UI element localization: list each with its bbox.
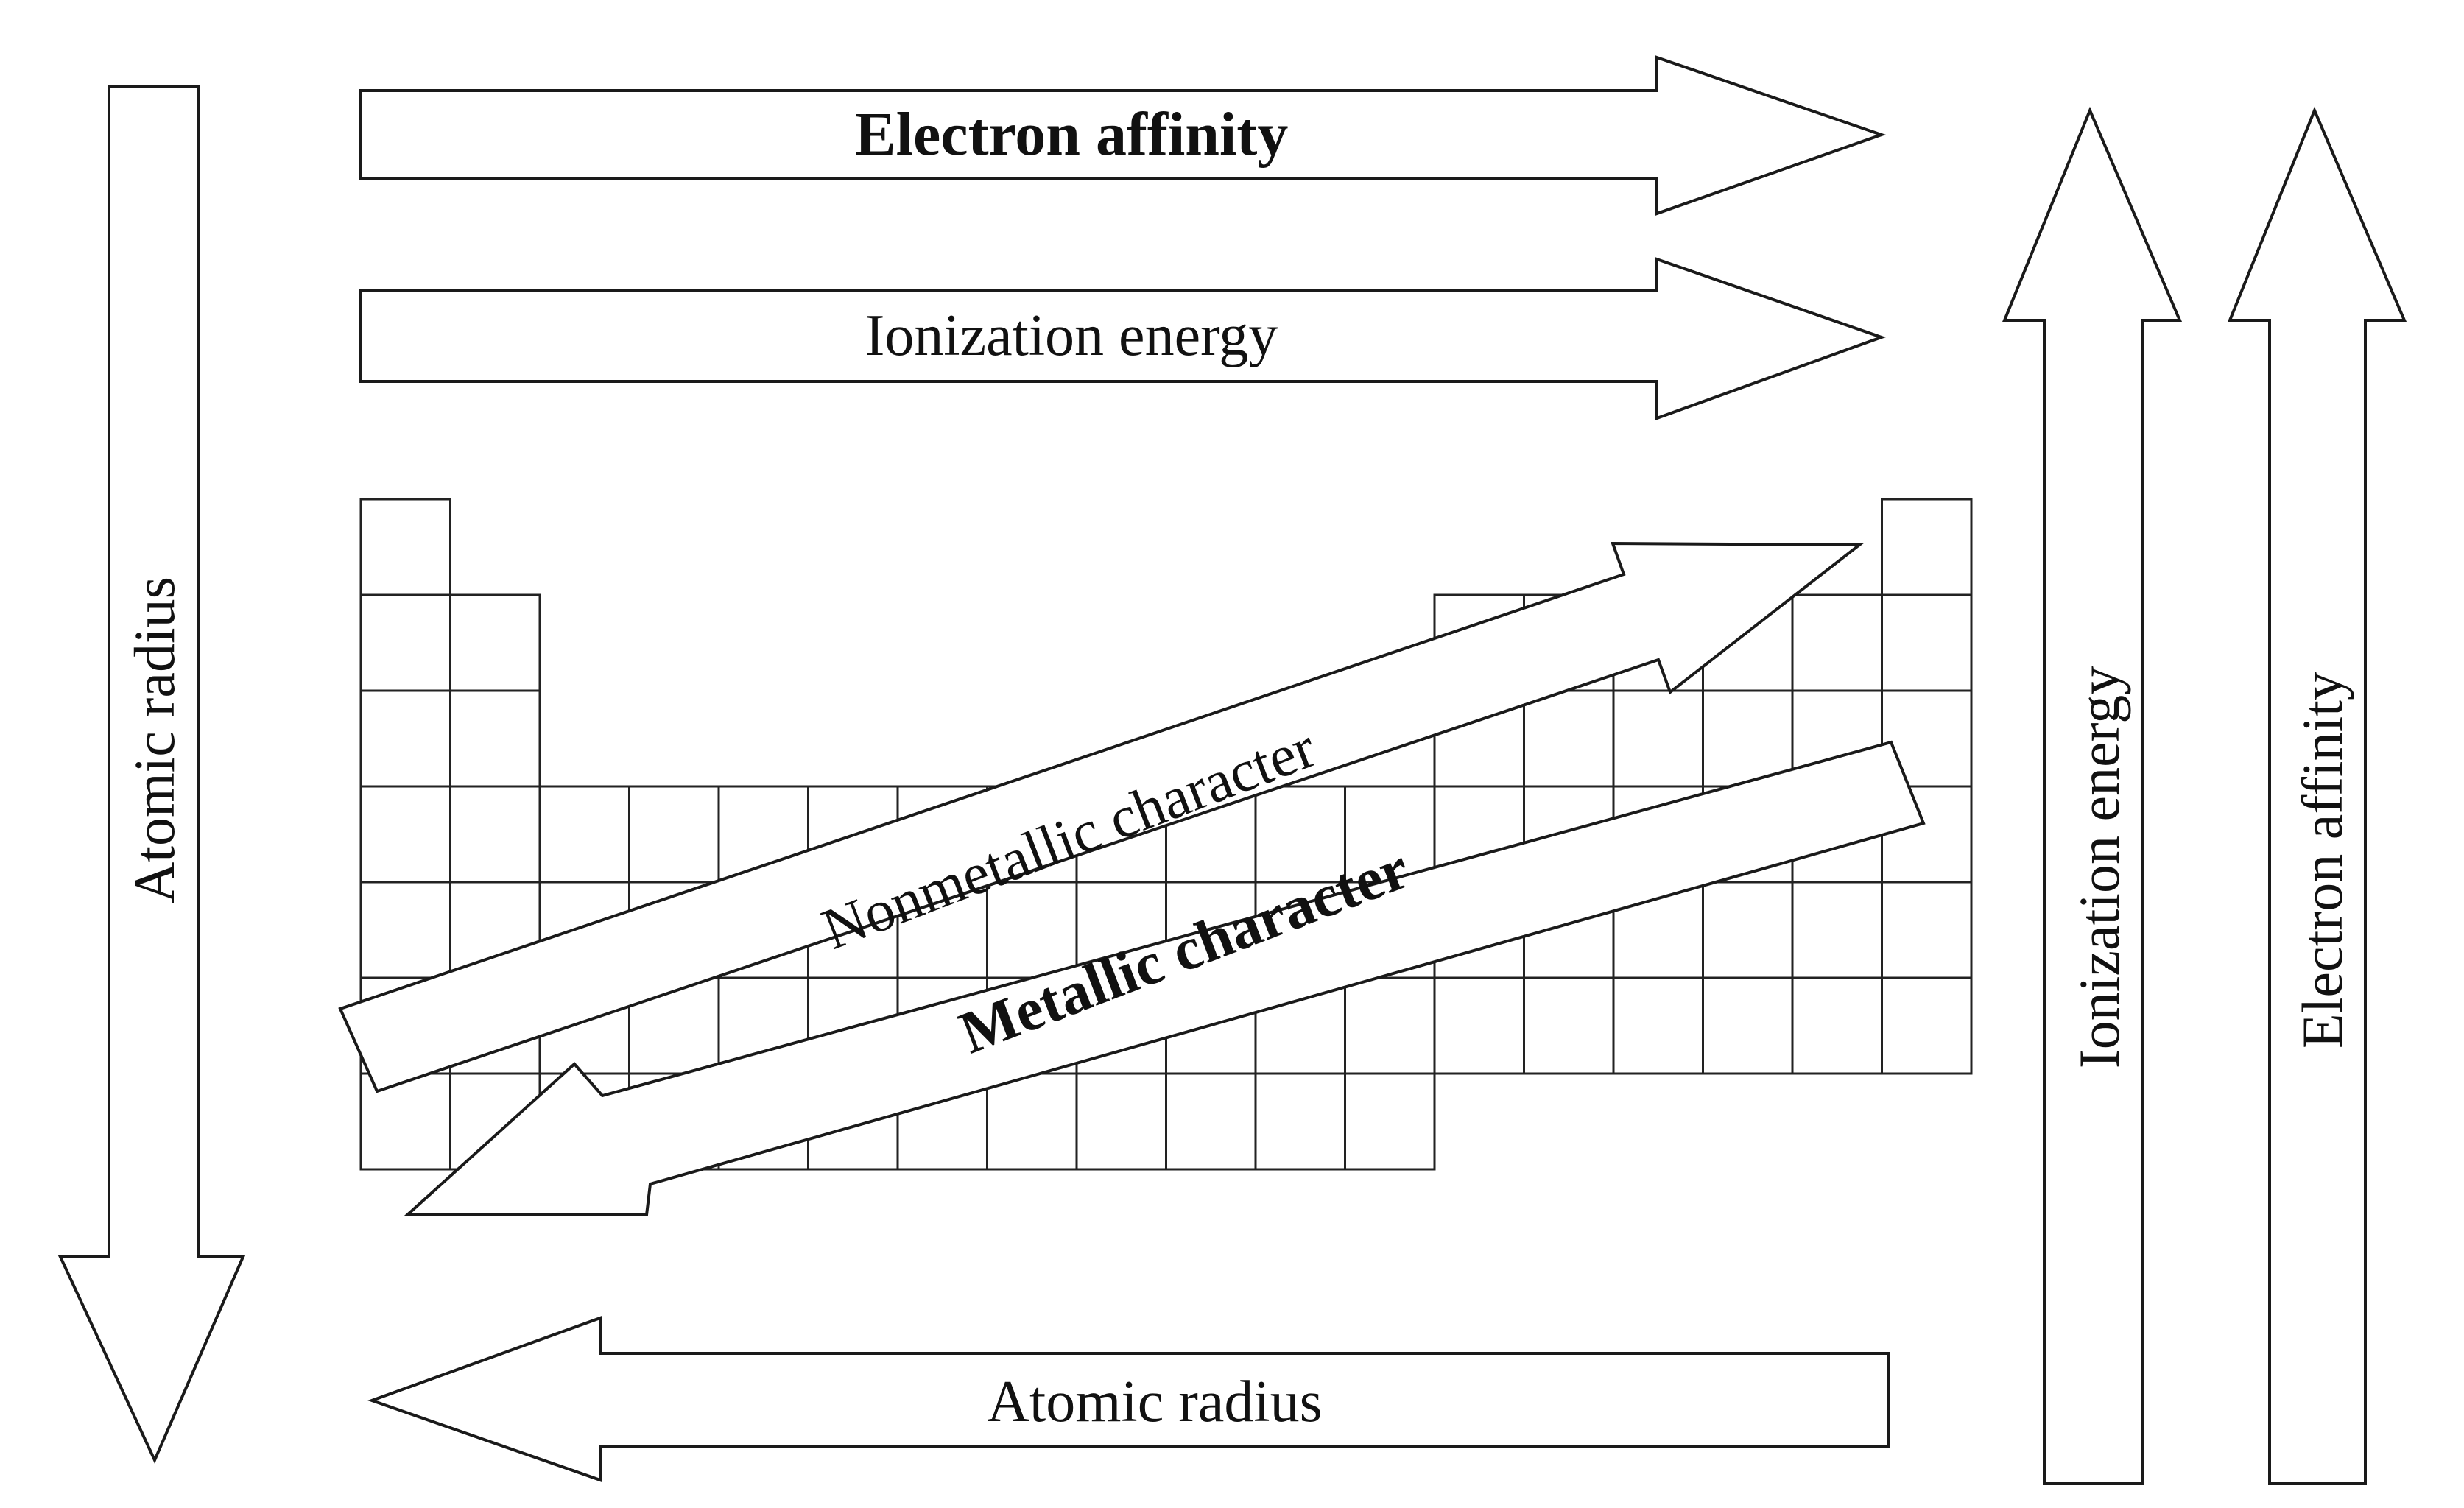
periodic-table-cell: [1344, 1072, 1436, 1171]
periodic-table-cell: [1702, 881, 1794, 979]
ionization-energy-top-label: Ionization energy: [865, 303, 1278, 368]
periodic-table-cell: [986, 1072, 1078, 1171]
ionization-energy-top-arrow: Ionization energy: [359, 257, 1886, 420]
periodic-table-cell: [1344, 976, 1436, 1075]
periodic-table-cell: [1612, 976, 1704, 1075]
periodic-table-cell: [1075, 1072, 1167, 1171]
periodic-table-cell: [449, 593, 541, 692]
periodic-table-cell: [359, 785, 451, 884]
periodic-table-cell: [359, 689, 451, 788]
atomic-radius-left-arrow: Atomic radius: [57, 85, 246, 1464]
electron-affinity-right-label: Electron affinity: [2290, 672, 2354, 1049]
periodic-table-cell: [359, 593, 451, 692]
atomic-radius-bottom-label: Atomic radius: [987, 1370, 1322, 1434]
periodic-table-cell: [1791, 976, 1883, 1075]
periodic-table-cell: [1702, 976, 1794, 1075]
electron-affinity-top-arrow: Electron affinity: [359, 55, 1887, 216]
periodic-table-cell: [449, 785, 541, 884]
periodic-table-cell: [1881, 498, 1973, 596]
periodic-table-cell: [359, 498, 451, 596]
atomic-radius-left-label: Atomic radius: [122, 577, 186, 903]
periodic-table-cell: [1791, 593, 1883, 692]
periodic-table-cell: [1791, 881, 1883, 979]
periodic-table-cell: [1165, 1072, 1257, 1171]
periodic-table-cell: [359, 881, 451, 979]
periodic-table-cell: [538, 785, 630, 884]
electron-affinity-right-arrow: Electron affinity: [2228, 106, 2407, 1485]
periodic-table-cell: [1881, 881, 1973, 979]
ionization-energy-right-arrow: Ionization energy: [2002, 106, 2183, 1485]
periodic-table-cell: [1612, 689, 1704, 788]
periodic-table-cell: [1254, 1072, 1346, 1171]
periodic-table-cell: [1881, 593, 1973, 692]
periodic-table-cell: [449, 689, 541, 788]
periodic-table-cell: [1523, 689, 1615, 788]
periodic-table-cell: [1881, 976, 1973, 1075]
periodic-table-cell: [628, 785, 720, 884]
atomic-radius-bottom-arrow: Atomic radius: [367, 1316, 1890, 1482]
ionization-energy-right-label: Ionization energy: [2067, 666, 2131, 1069]
electron-affinity-top-label: Electron affinity: [855, 100, 1289, 169]
periodic-table-cell: [1523, 976, 1615, 1075]
periodic-table-cell: [1433, 976, 1525, 1075]
